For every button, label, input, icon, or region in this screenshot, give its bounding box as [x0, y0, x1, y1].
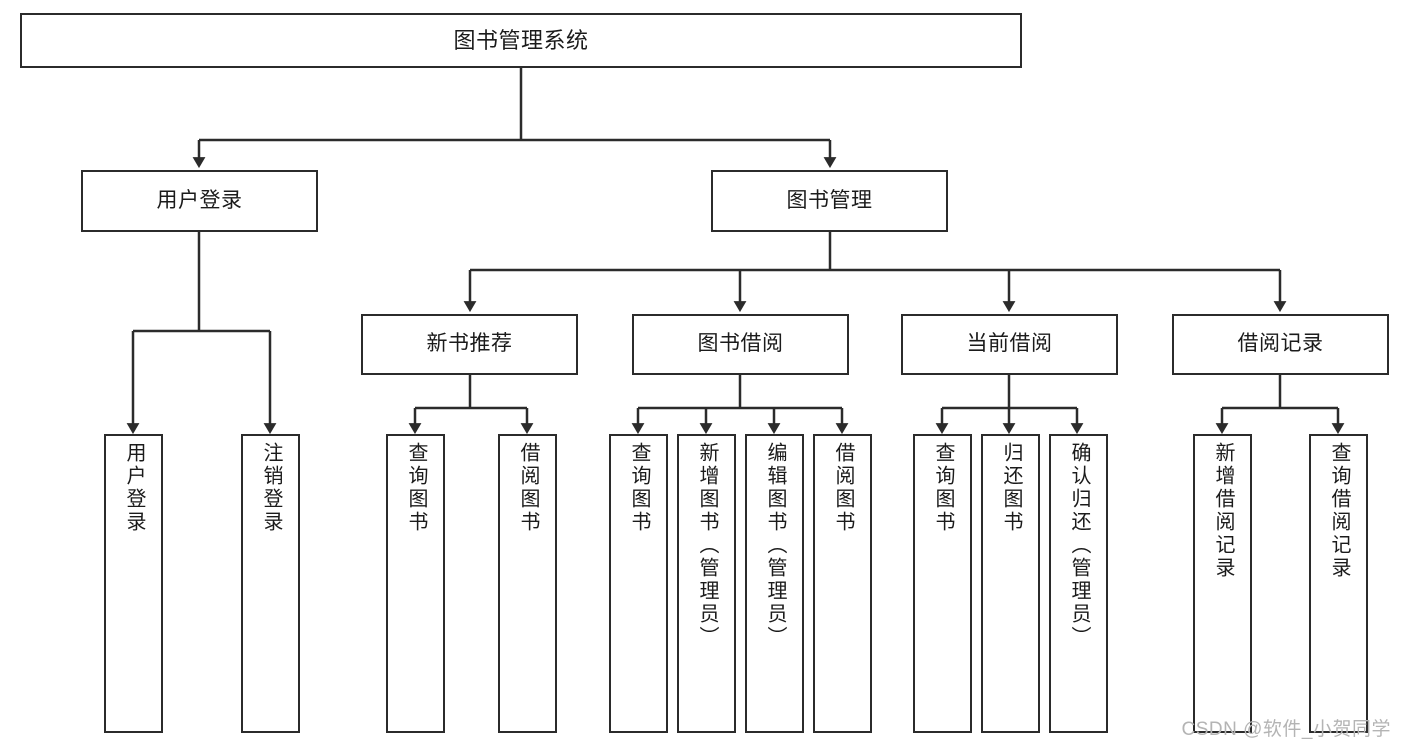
- node-leaf-new-book-query[interactable]: 查询图书: [386, 434, 445, 733]
- node-leaf-current-confirm-return[interactable]: 确认归还（管理员）: [1049, 434, 1108, 733]
- node-label: 用户登录: [156, 188, 243, 212]
- node-label: 借阅记录: [1237, 332, 1324, 356]
- node-leaf-borrow-query[interactable]: 查询图书: [609, 434, 668, 733]
- node-leaf-user-login-logout[interactable]: 注销登录: [241, 434, 300, 733]
- node-label: 查询借阅记录: [1328, 442, 1350, 580]
- node-label: 借阅图书: [832, 442, 854, 534]
- node-label: 查询图书: [932, 442, 954, 534]
- node-leaf-new-book-borrow[interactable]: 借阅图书: [498, 434, 557, 733]
- node-label: 图书管理系统: [453, 27, 589, 53]
- node-root-system[interactable]: 图书管理系统: [20, 13, 1022, 68]
- node-label: 图书管理: [786, 188, 873, 212]
- node-label: 注销登录: [260, 442, 282, 534]
- node-current-borrow[interactable]: 当前借阅: [901, 314, 1118, 375]
- node-new-book-recommend[interactable]: 新书推荐: [361, 314, 578, 375]
- node-leaf-borrow-borrow-book[interactable]: 借阅图书: [813, 434, 872, 733]
- node-leaf-record-add[interactable]: 新增借阅记录: [1193, 434, 1252, 733]
- node-book-borrow[interactable]: 图书借阅: [632, 314, 849, 375]
- node-label: 用户登录: [123, 442, 145, 534]
- node-label: 新增借阅记录: [1212, 442, 1234, 580]
- node-borrow-record[interactable]: 借阅记录: [1172, 314, 1389, 375]
- csdn-watermark: CSDN @软件_小贺同学: [1181, 719, 1391, 740]
- node-label: 图书借阅: [697, 332, 784, 356]
- node-label: 查询图书: [628, 442, 650, 534]
- node-leaf-borrow-edit-book[interactable]: 编辑图书（管理员）: [745, 434, 804, 733]
- node-user-login[interactable]: 用户登录: [81, 170, 318, 232]
- node-leaf-borrow-add-book[interactable]: 新增图书（管理员）: [677, 434, 736, 733]
- node-book-management[interactable]: 图书管理: [711, 170, 948, 232]
- node-label: 查询图书: [405, 442, 427, 534]
- node-label: 确认归还（管理员）: [1068, 442, 1090, 649]
- node-leaf-record-query[interactable]: 查询借阅记录: [1309, 434, 1368, 733]
- node-label: 归还图书: [1000, 442, 1022, 534]
- node-leaf-user-login-login[interactable]: 用户登录: [104, 434, 163, 733]
- node-label: 当前借阅: [966, 332, 1053, 356]
- node-leaf-current-return[interactable]: 归还图书: [981, 434, 1040, 733]
- node-leaf-current-query[interactable]: 查询图书: [913, 434, 972, 733]
- node-label: 新书推荐: [426, 332, 513, 356]
- node-label: 编辑图书（管理员）: [764, 442, 786, 649]
- node-label: 借阅图书: [517, 442, 539, 534]
- node-label: 新增图书（管理员）: [696, 442, 718, 649]
